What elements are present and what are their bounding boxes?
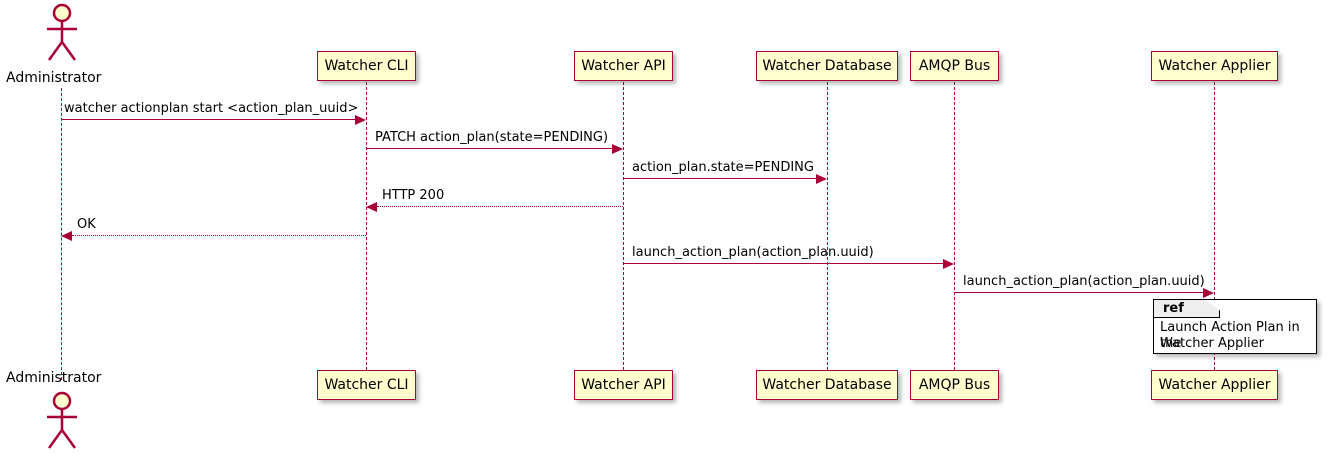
message-line-3 [623, 178, 816, 179]
participant-label-amqp-bus-top: AMQP Bus [918, 58, 991, 74]
participant-box-watcher-applier-top[interactable]: Watcher Applier [1151, 51, 1278, 81]
participant-label-watcher-applier-bottom: Watcher Applier [1158, 377, 1271, 393]
message-label-5: OK [77, 217, 96, 232]
participant-box-watcher-api-bottom[interactable]: Watcher API [574, 370, 673, 400]
lifeline-watcher-cli [366, 82, 367, 370]
message-arrowhead-6 [943, 259, 954, 269]
message-label-2: PATCH action_plan(state=PENDING) [375, 130, 609, 145]
participant-label-watcher-cli-top: Watcher CLI [324, 58, 409, 74]
participant-box-watcher-applier-bottom[interactable]: Watcher Applier [1151, 370, 1278, 400]
ref-fragment-body-line-2: Watcher Applier [1160, 336, 1264, 351]
message-line-5 [72, 235, 366, 236]
actor-label-administrator-bottom: Administrator [6, 370, 102, 386]
ref-fragment-body-line-1: Launch Action Plan in the [1160, 320, 1300, 351]
lifeline-watcher-applier [1214, 82, 1215, 370]
message-line-1 [61, 119, 355, 120]
actor-administrator-top [36, 2, 88, 64]
participant-box-watcher-cli-bottom[interactable]: Watcher CLI [317, 370, 416, 400]
participant-box-watcher-database-bottom[interactable]: Watcher Database [756, 370, 898, 400]
ref-fragment-launch-action-plan[interactable]: ref Launch Action Plan in the Watcher Ap… [1153, 299, 1317, 354]
participant-label-watcher-cli-bottom: Watcher CLI [324, 377, 409, 393]
message-arrowhead-2 [612, 144, 623, 154]
participant-label-watcher-api-top: Watcher API [581, 58, 666, 74]
ref-fragment-tab-label: ref [1163, 301, 1184, 316]
ref-fragment-tab: ref [1154, 300, 1220, 318]
message-label-1: watcher actionplan start <action_plan_uu… [64, 101, 359, 116]
message-arrowhead-4 [366, 202, 377, 212]
message-label-7: launch_action_plan(action_plan.uuid) [963, 274, 1205, 289]
participant-label-amqp-bus-bottom: AMQP Bus [918, 377, 991, 393]
participant-label-watcher-database-bottom: Watcher Database [762, 377, 892, 393]
participant-box-watcher-api-top[interactable]: Watcher API [574, 51, 673, 81]
actor-administrator-bottom [36, 390, 88, 452]
message-line-4 [377, 206, 623, 207]
participant-box-amqp-bus-bottom[interactable]: AMQP Bus [910, 370, 999, 400]
participant-box-watcher-cli-top[interactable]: Watcher CLI [317, 51, 416, 81]
message-line-7 [954, 292, 1203, 293]
message-arrowhead-1 [355, 115, 366, 125]
actor-stick-figure-icon [47, 3, 77, 61]
participant-label-watcher-api-bottom: Watcher API [581, 377, 666, 393]
participant-box-watcher-database-top[interactable]: Watcher Database [756, 51, 898, 81]
lifeline-watcher-api [623, 82, 624, 370]
lifeline-watcher-database [827, 82, 828, 370]
message-arrowhead-5 [61, 231, 72, 241]
message-label-6: launch_action_plan(action_plan.uuid) [632, 245, 874, 260]
message-label-3: action_plan.state=PENDING [632, 160, 814, 175]
participant-label-watcher-database-top: Watcher Database [762, 58, 892, 74]
message-label-4: HTTP 200 [382, 188, 445, 203]
actor-label-administrator-top: Administrator [6, 70, 102, 86]
participant-label-watcher-applier-top: Watcher Applier [1158, 58, 1271, 74]
message-line-2 [366, 148, 612, 149]
message-arrowhead-7 [1203, 288, 1214, 298]
message-line-6 [623, 263, 943, 264]
lifeline-amqp-bus [954, 82, 955, 370]
message-arrowhead-3 [816, 174, 827, 184]
actor-stick-figure-icon [47, 391, 77, 449]
participant-box-amqp-bus-top[interactable]: AMQP Bus [910, 51, 999, 81]
